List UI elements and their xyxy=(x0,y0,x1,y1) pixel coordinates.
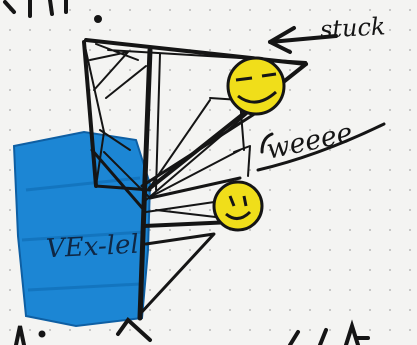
label-vexleel: VEx-lel xyxy=(45,230,139,265)
happy-face-icon xyxy=(214,182,262,230)
label-stuck: stuck xyxy=(319,12,386,43)
happy-face-icon xyxy=(228,58,284,114)
